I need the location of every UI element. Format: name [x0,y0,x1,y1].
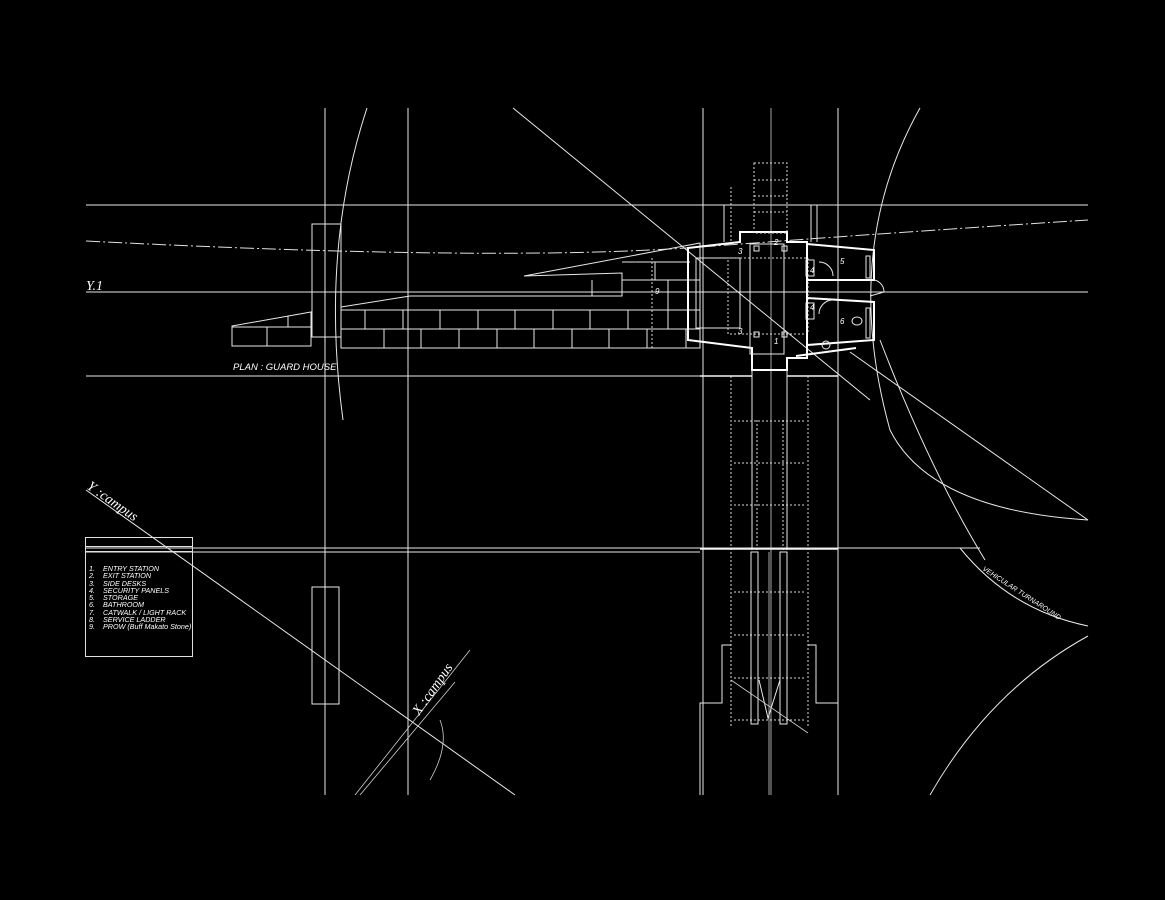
legend-label: STORAGE [103,593,139,603]
legend-number: 9. [89,622,95,632]
axis-label-y1: Y.1 [86,279,103,294]
room-number-1: 1 [774,337,778,346]
legend-item: 2. EXIT STATION [89,571,191,581]
west-pylon [231,223,342,705]
north-catwalk [723,162,818,242]
guard-house-core: 2 1 3 3 4 4 5 6 9 [655,231,885,371]
vehicular-turnaround-label: VEHICULAR TURNAROUND [981,566,1062,622]
legend-label: SIDE DESKS [103,578,147,588]
axis-label-y-campus: Y :campus [84,479,141,525]
legend-label: ENTRY STATION [103,564,160,573]
room-number-9: 9 [655,287,660,296]
legend-item: 1. ENTRY STATION [89,564,191,573]
legend-number: 6. [89,600,95,610]
room-number-6: 6 [840,317,845,326]
legend-list: 1. ENTRY STATION 2. EXIT STATION 3. SIDE DE… [89,565,191,631]
legend-label: SECURITY PANELS [103,585,170,595]
legend-label: PROW (Buff Makato Stone) [103,622,192,632]
legend-number: 4. [89,585,95,595]
legend-number: 2. [89,571,95,581]
legend-item: 7. CATWALK / LIGHT RACK [89,607,191,617]
south-catwalk [699,365,839,795]
legend-number: 1. [89,564,95,573]
prow-wall [340,242,701,349]
legend-item: 8. SERVICE LADDER [89,615,191,625]
legend: 1. ENTRY STATION 2. EXIT STATION 3. SIDE DE… [85,537,193,657]
room-number-3b: 3 [738,327,743,336]
legend-rule [86,546,192,547]
legend-number: 8. [89,615,95,625]
legend-label: SERVICE LADDER [103,615,166,625]
axis-label-x-campus: X :campus [409,661,456,720]
legend-number: 7. [89,607,95,617]
legend-number: 5. [89,593,95,603]
room-number-5: 5 [840,257,845,266]
legend-number: 3. [89,578,95,588]
room-number-4a: 4 [810,266,815,275]
legend-label: CATWALK / LIGHT RACK [103,607,187,617]
legend-rule [86,551,192,552]
legend-label: BATHROOM [103,600,144,610]
room-number-4b: 4 [810,303,815,312]
legend-item: 3. SIDE DESKS [89,578,191,588]
legend-item: 6. BATHROOM [89,600,191,610]
grid-lines [85,107,1089,796]
legend-label: EXIT STATION [103,571,152,581]
legend-item: 9. PROW (Buff Makato Stone) [89,622,192,632]
legend-item: 4. SECURITY PANELS [89,585,191,595]
drawing-title: PLAN : GUARD HOUSE [233,362,337,373]
legend-item: 5. STORAGE [89,593,191,603]
room-number-2: 2 [773,238,779,247]
room-number-3a: 3 [738,247,743,256]
